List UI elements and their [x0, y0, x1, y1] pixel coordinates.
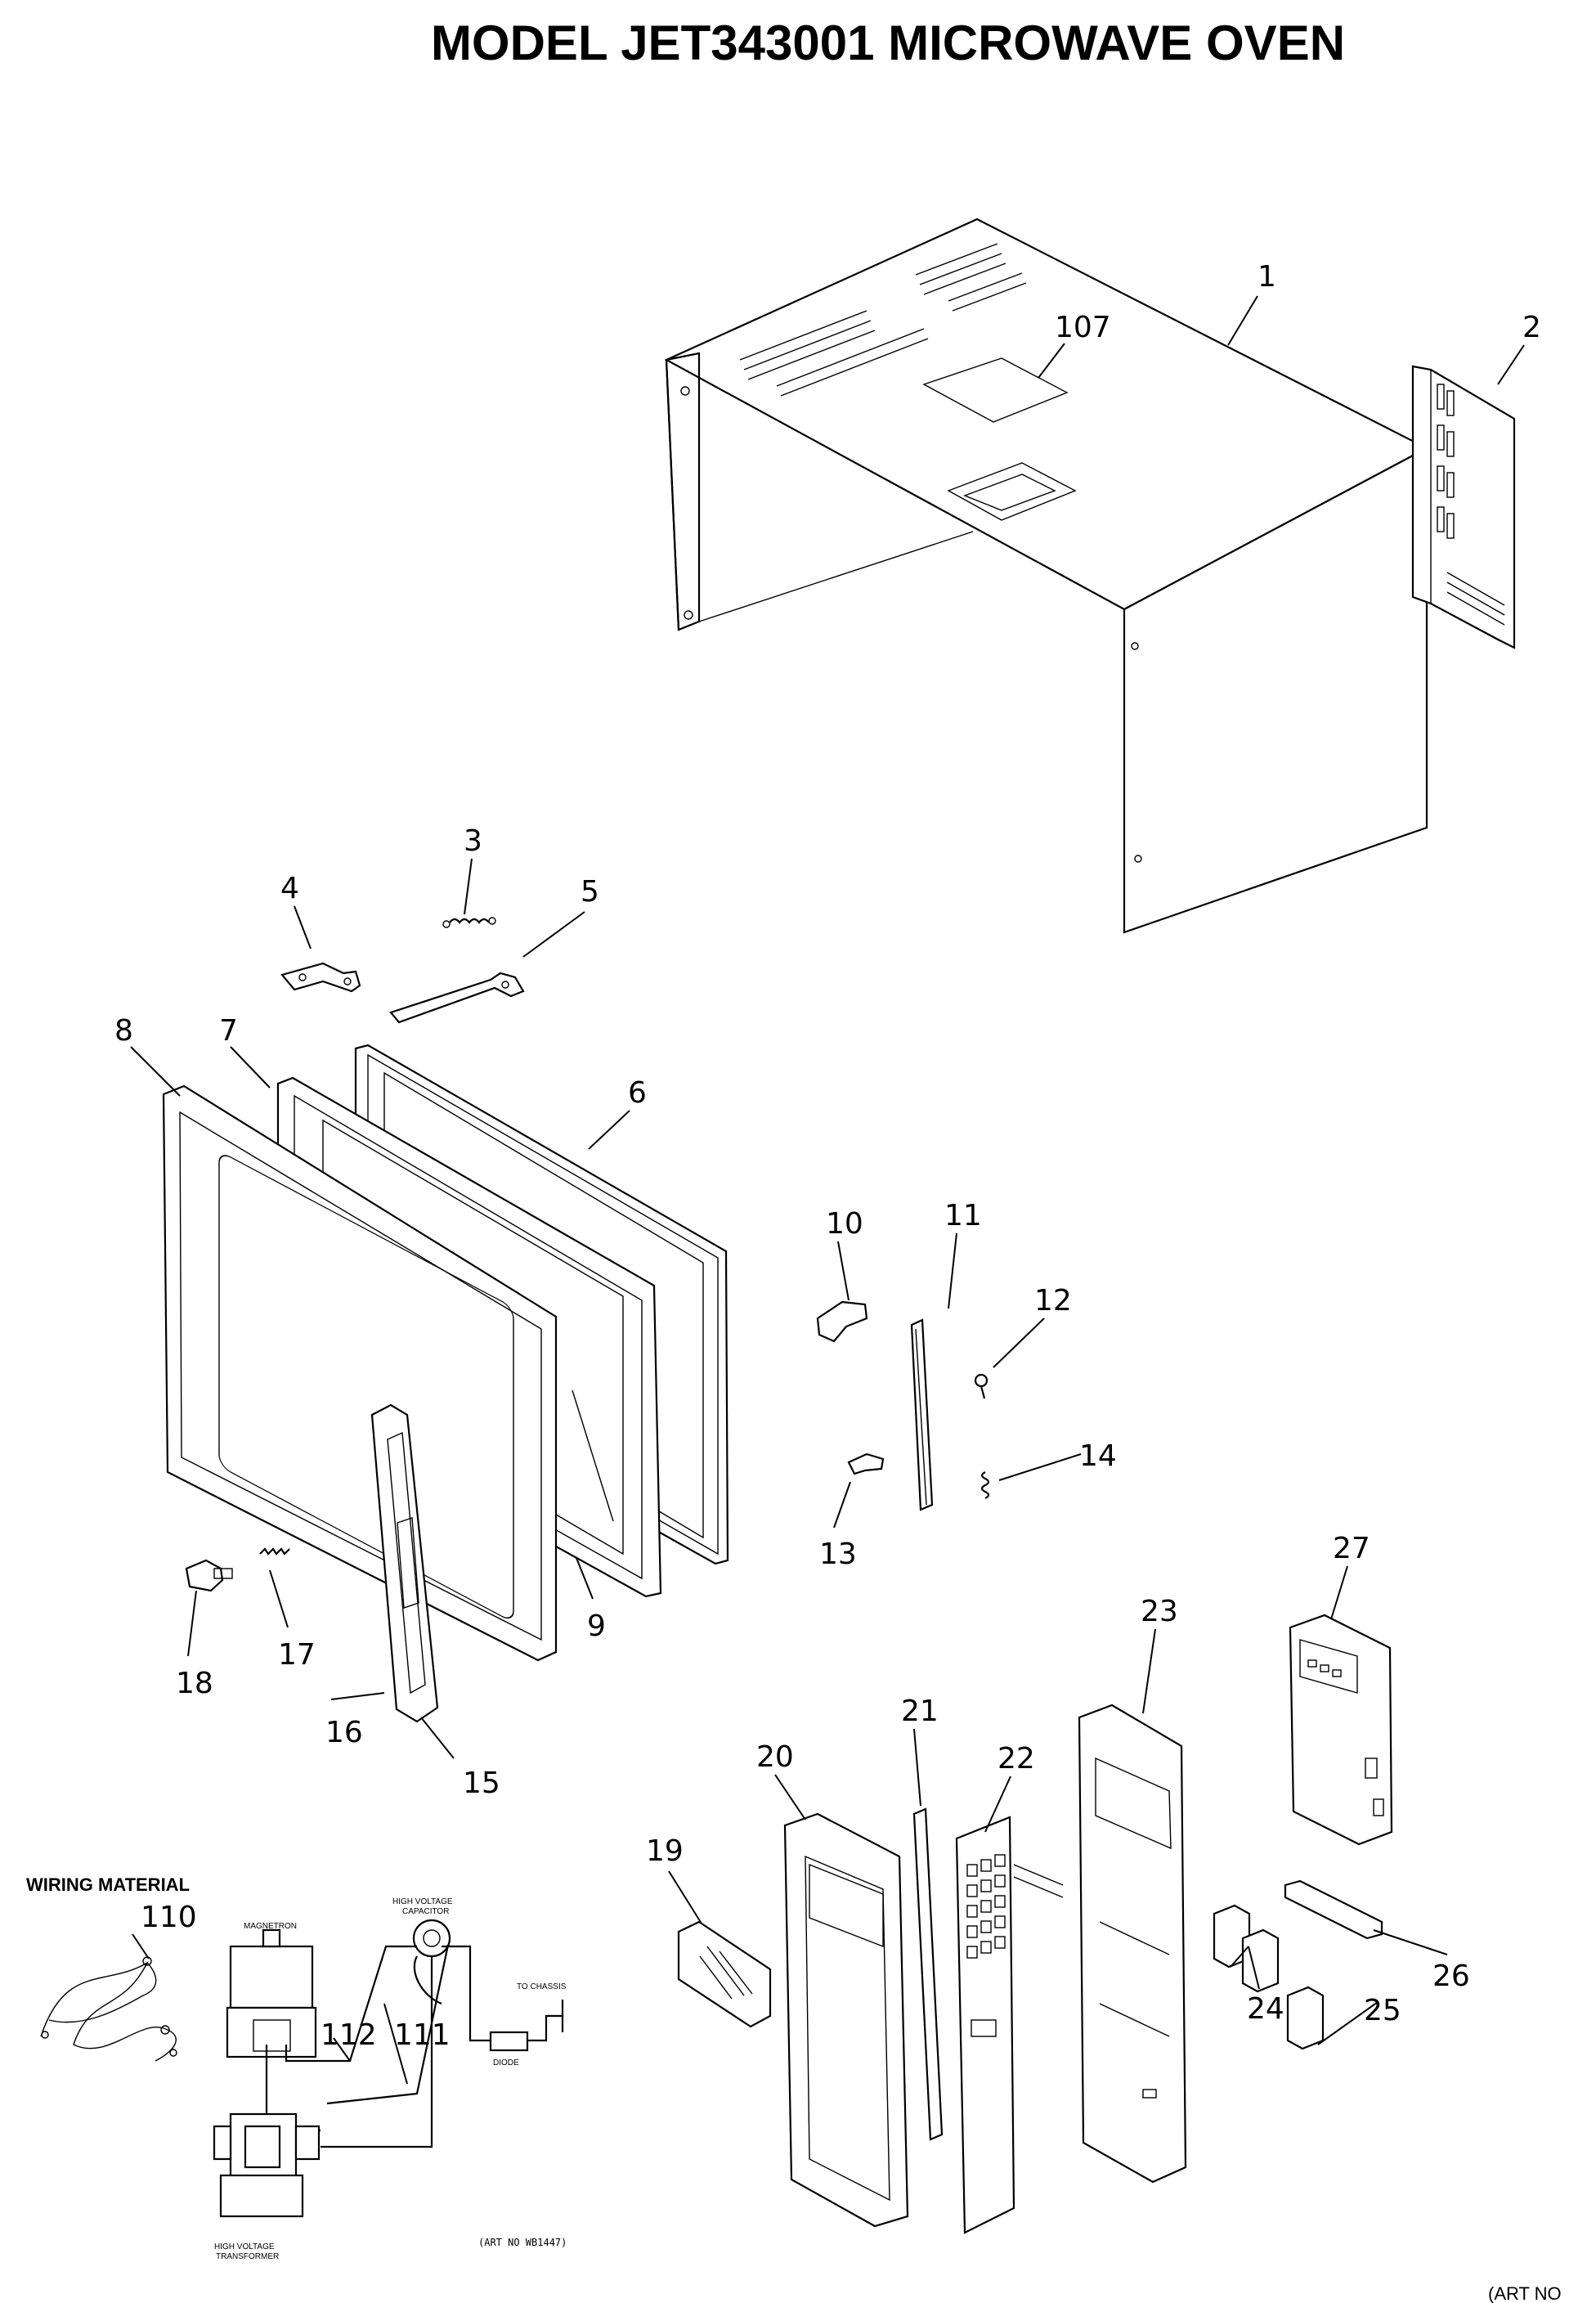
- part-label-13[interactable]: 13: [819, 1538, 857, 1571]
- high-voltage-capacitor: [412, 1919, 451, 2005]
- part-label-17[interactable]: 17: [278, 1638, 316, 1672]
- spring-part-3[interactable]: [442, 917, 496, 928]
- control-panel-frame-part-20[interactable]: [783, 1812, 909, 2228]
- part-label-26[interactable]: 26: [1432, 1960, 1470, 1993]
- part-label-5[interactable]: 5: [581, 875, 599, 909]
- part-label-16[interactable]: 16: [325, 1716, 363, 1749]
- part-label-110[interactable]: 110: [141, 1901, 197, 1934]
- part-label-107[interactable]: 107: [1055, 311, 1111, 344]
- page-title-text: MODEL JET343001 MICROWAVE OVEN: [430, 16, 1346, 70]
- hinge-arm-part-5[interactable]: [389, 972, 525, 1024]
- to-chassis-label: TO CHASSIS: [517, 1982, 567, 1991]
- choke-cover-part-9[interactable]: [572, 1389, 614, 1522]
- diode-label: DIODE: [493, 2058, 519, 2067]
- part-label-24[interactable]: 24: [1247, 1992, 1284, 2026]
- spring-part-14[interactable]: [980, 1471, 990, 1499]
- switches-part-24[interactable]: [1213, 1904, 1280, 1993]
- wire-paths: [265, 1944, 564, 2148]
- part-label-12[interactable]: 12: [1034, 1284, 1072, 1318]
- part-label-111[interactable]: 111: [394, 2018, 451, 2052]
- page-title: MODEL JET343001 MICROWAVE OVEN: [0, 15, 1596, 71]
- part-label-1[interactable]: 1: [1258, 260, 1276, 294]
- leader-lines: [130, 295, 1525, 2085]
- part-label-3[interactable]: 3: [464, 824, 482, 858]
- trim-strip-part-21[interactable]: [912, 1807, 944, 2141]
- transformer-label-1: HIGH VOLTAGE: [214, 2242, 275, 2251]
- part-label-27[interactable]: 27: [1333, 1532, 1370, 1565]
- back-panel-part-2[interactable]: [1411, 365, 1516, 649]
- switch-part-25[interactable]: [1286, 1986, 1325, 2050]
- part-number-labels: 1 2 107 3 4 5 6 7 8 9 10 11 12 13 14 15 …: [114, 260, 1541, 2052]
- latch-hook-part-10[interactable]: [816, 1300, 868, 1343]
- part-label-9[interactable]: 9: [587, 1609, 606, 1643]
- part-label-14[interactable]: 14: [1079, 1439, 1117, 1473]
- part-label-10[interactable]: 10: [826, 1207, 863, 1241]
- part-label-112[interactable]: 112: [321, 2018, 377, 2052]
- part-label-4[interactable]: 4: [280, 872, 299, 905]
- wire-harness-part-110[interactable]: [40, 1956, 177, 2062]
- part-label-2[interactable]: 2: [1522, 311, 1541, 344]
- part-label-23[interactable]: 23: [1141, 1595, 1178, 1628]
- part-label-6[interactable]: 6: [628, 1076, 647, 1110]
- magnetron-label: MAGNETRON: [244, 1922, 297, 1931]
- part-label-25[interactable]: 25: [1364, 1994, 1401, 2027]
- part-label-20[interactable]: 20: [756, 1740, 794, 1774]
- wiring-material-title: WIRING MATERIAL: [26, 1874, 190, 1895]
- part-label-22[interactable]: 22: [998, 1742, 1035, 1776]
- high-voltage-transformer: [213, 2112, 321, 2218]
- latch-hook-part-13[interactable]: [847, 1452, 885, 1475]
- part-label-8[interactable]: 8: [114, 1014, 133, 1048]
- capacitor-label-2: CAPACITOR: [402, 1907, 449, 1916]
- magnetron: [226, 1928, 317, 2058]
- handle-part-15-16[interactable]: [370, 1403, 439, 1723]
- part-label-18[interactable]: 18: [176, 1667, 213, 1700]
- art-number: (ART NO WB1447): [478, 2237, 567, 2248]
- control-bracket-part-23[interactable]: [1078, 1704, 1187, 2184]
- part-label-15[interactable]: 15: [463, 1767, 500, 1800]
- switch-bracket-part-26[interactable]: [1284, 1879, 1383, 1940]
- hinge-bracket-part-4[interactable]: [280, 962, 361, 993]
- transformer-label-2: TRANSFORMER: [216, 2252, 279, 2261]
- membrane-keypad-part-22[interactable]: [955, 1816, 1064, 2234]
- spring-part-17[interactable]: [259, 1547, 290, 1556]
- part-label-19[interactable]: 19: [646, 1834, 684, 1868]
- latch-bar-part-11[interactable]: [910, 1318, 934, 1511]
- window-part-19[interactable]: [677, 1920, 772, 2028]
- capacitor-label-1: HIGH VOLTAGE: [392, 1897, 453, 1906]
- screw-part-12[interactable]: [974, 1373, 989, 1399]
- part-label-21[interactable]: 21: [901, 1695, 939, 1728]
- latch-button-part-18[interactable]: [185, 1559, 233, 1592]
- door-outer-frame-part-8[interactable]: [162, 1084, 558, 1662]
- circuit-board-part-27[interactable]: [1289, 1614, 1393, 1846]
- outer-case-part-1[interactable]: [664, 218, 1429, 934]
- part-label-7[interactable]: 7: [219, 1014, 238, 1048]
- part-label-11[interactable]: 11: [944, 1199, 982, 1232]
- corner-art-number: (ART NO: [1488, 2283, 1562, 2303]
